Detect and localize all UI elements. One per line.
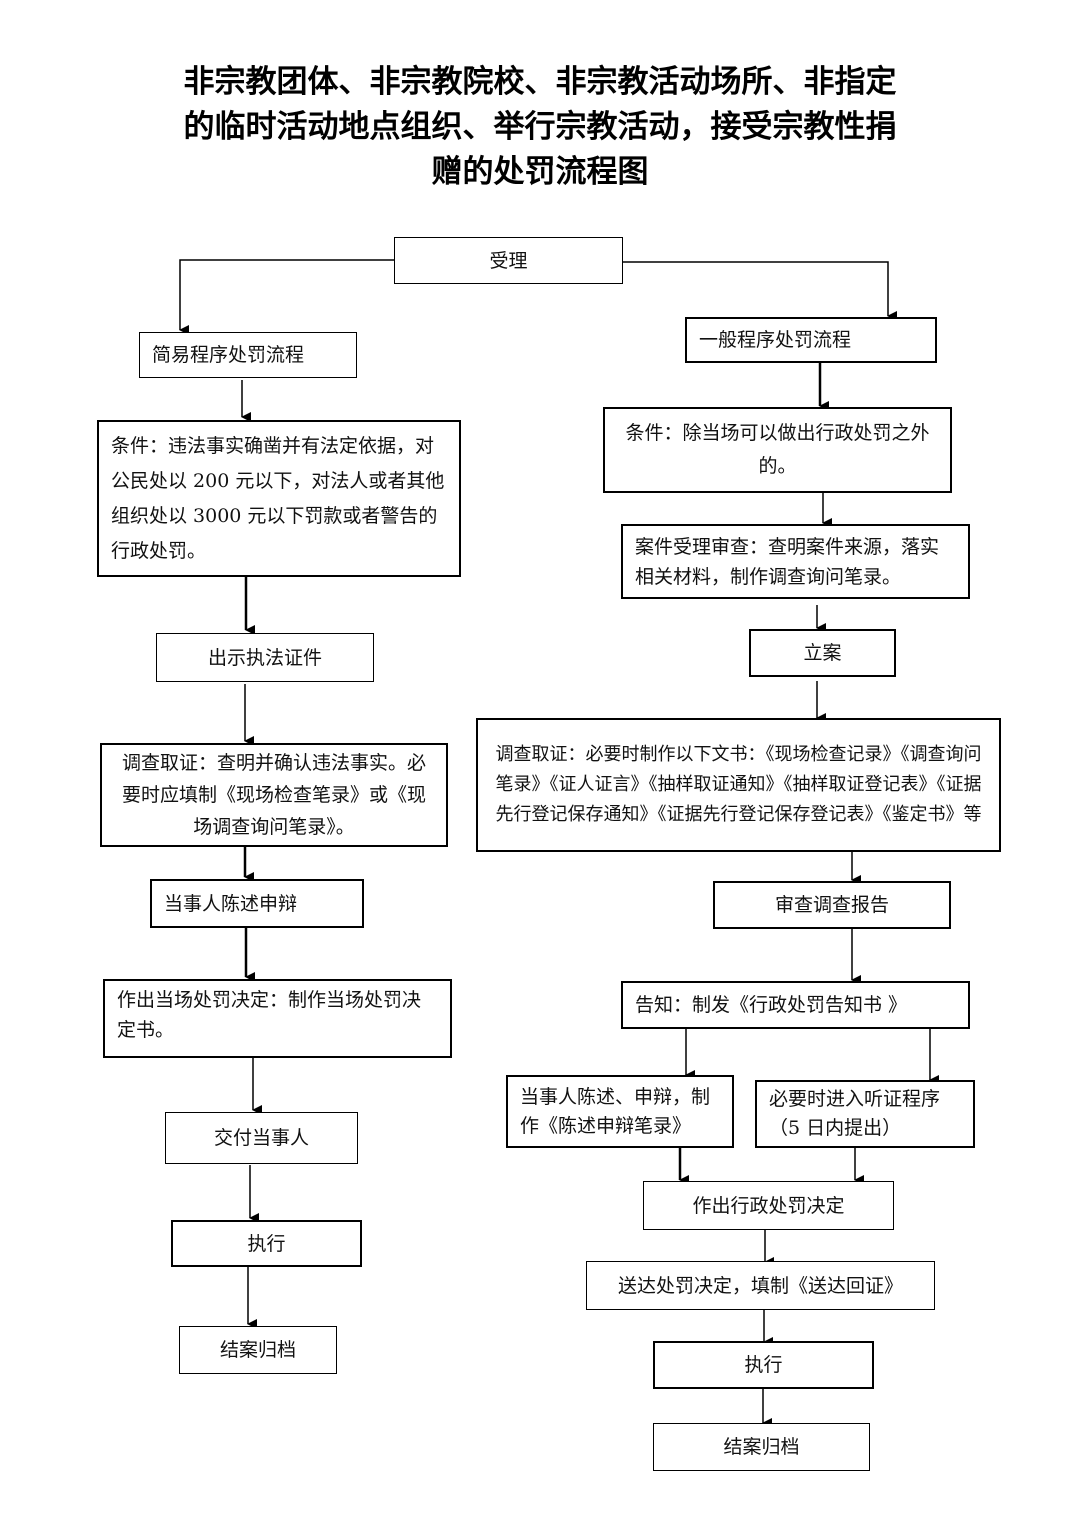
flowchart-title: 非宗教团体、非宗教院校、非宗教活动场所、非指定 的临时活动地点组织、举行宗教活动… — [120, 60, 960, 195]
node-review-report: 审查调查报告 — [713, 881, 951, 929]
node-party-statement: 当事人陈述、申辩，制作《陈述申辩笔录》 — [506, 1075, 734, 1148]
arrow-start-to-simple — [179, 259, 395, 335]
title-line-3: 赠的处罚流程图 — [431, 154, 649, 190]
arrow-start-to-general — [622, 261, 897, 321]
title-line-2: 的临时活动地点组织、举行宗教活动，接受宗教性捐 — [183, 109, 897, 145]
node-admin-decision: 作出行政处罚决定 — [643, 1181, 894, 1230]
node-general-condition: 条件：除当场可以做出行政处罚之外的。 — [603, 407, 952, 493]
node-notice: 告知：制发《行政处罚告知书 》 — [621, 981, 970, 1029]
node-file-case: 立案 — [749, 629, 896, 677]
title-line-1: 非宗教团体、非宗教院校、非宗教活动场所、非指定 — [183, 64, 897, 100]
node-onsite-decision: 作出当场处罚决定：制作当场处罚决定书。 — [103, 979, 452, 1058]
node-accept-label: 受理 — [489, 249, 528, 272]
node-simple-statement: 当事人陈述申辩 — [150, 879, 364, 928]
node-hearing: 必要时进入听证程序（5 日内提出） — [755, 1080, 975, 1148]
node-case-review: 案件受理审查：查明案件来源，落实相关材料，制作调查询问笔录。 — [621, 524, 970, 599]
node-accept: 受理 — [394, 237, 623, 284]
node-simple-condition: 条件：违法事实确凿并有法定依据，对公民处以 200 元以下，对法人或者其他组织处… — [97, 420, 461, 577]
node-general-investigation: 调查取证：必要时制作以下文书：《现场检查记录》《调查询问笔录》《证人证言》《抽样… — [476, 718, 1001, 852]
node-general-execute: 执行 — [653, 1341, 874, 1389]
node-simple-execute: 执行 — [171, 1220, 362, 1267]
node-serve-decision: 送达处罚决定，填制《送达回证》 — [586, 1261, 935, 1310]
node-deliver-party: 交付当事人 — [165, 1112, 358, 1164]
node-general-header: 一般程序处罚流程 — [685, 317, 937, 363]
node-show-credentials: 出示执法证件 — [156, 633, 374, 682]
node-simple-header: 简易程序处罚流程 — [139, 332, 357, 378]
node-general-archive: 结案归档 — [653, 1423, 870, 1471]
node-simple-archive: 结案归档 — [179, 1326, 337, 1374]
node-simple-investigation: 调查取证：查明并确认违法事实。必要时应填制《现场检查笔录》或《现场调查询问笔录》… — [100, 743, 448, 847]
